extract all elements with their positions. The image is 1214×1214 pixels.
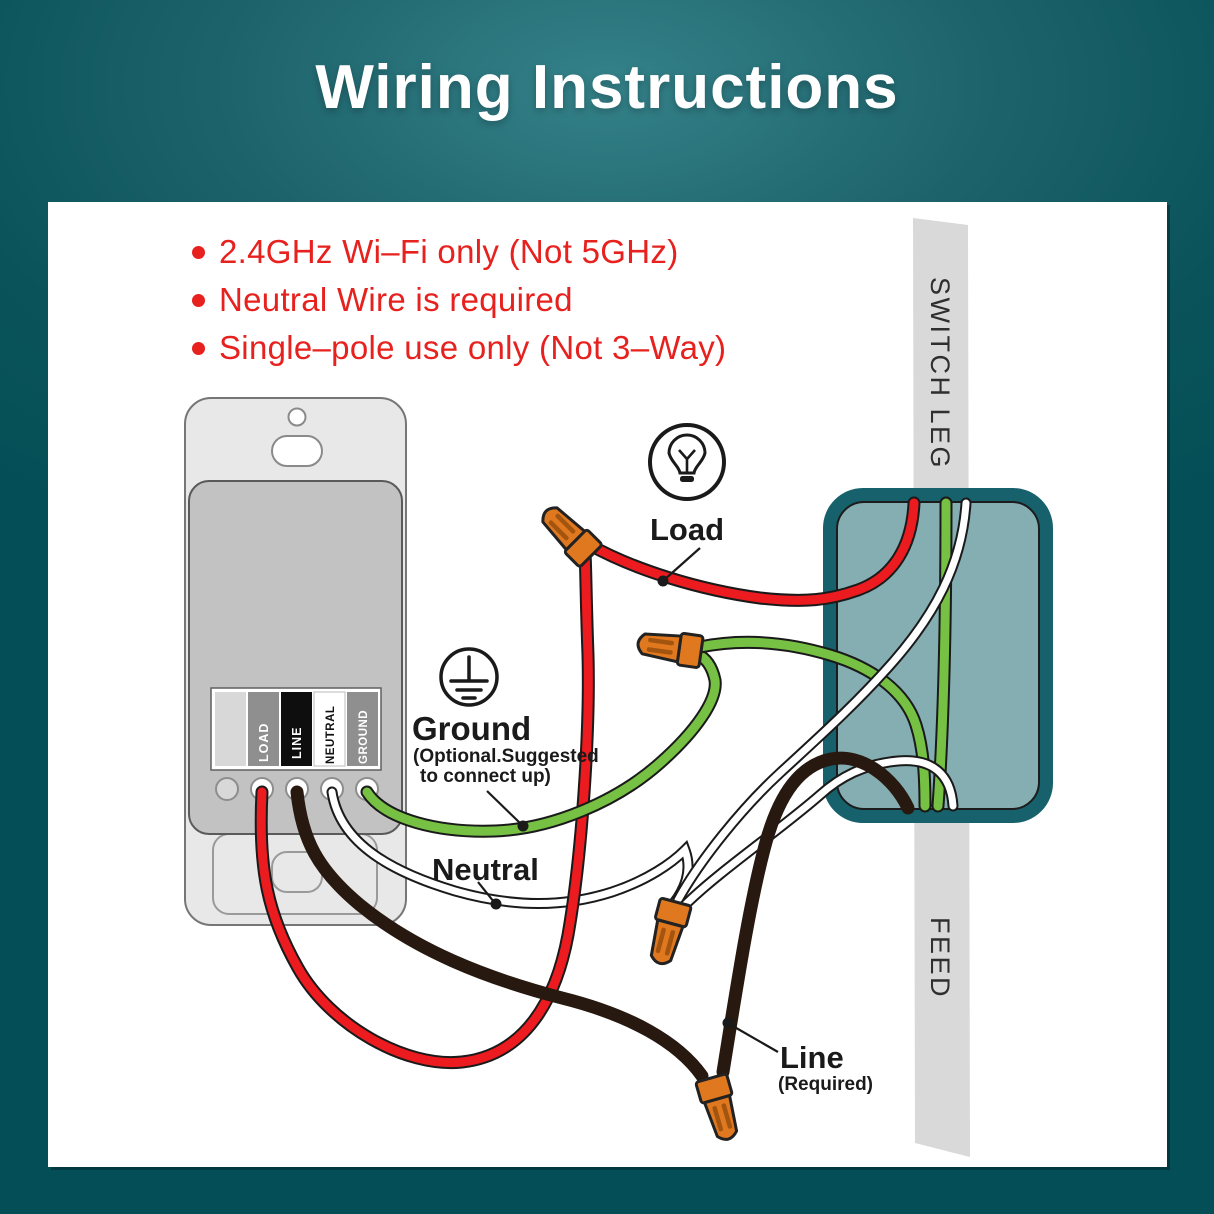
note-text: Neutral Wire is required [219, 281, 573, 318]
page-title: Wiring Instructions [315, 53, 899, 122]
warning-notes-list: 2.4GHz Wi–Fi only (Not 5GHz) Neutral Wir… [192, 228, 726, 372]
line-note: (Required) [778, 1074, 873, 1095]
line-wire-from-switch [290, 785, 709, 1083]
plate-screw-hole [287, 407, 307, 427]
ground-note-line2: to connect up) [420, 766, 551, 787]
ground-symbol-icon [439, 647, 499, 707]
note-text: 2.4GHz Wi–Fi only (Not 5GHz) [219, 233, 679, 270]
switch-leg-label: SWITCH LEG [925, 277, 955, 470]
load-label: Load [650, 512, 724, 547]
neutral-pointer-dot [490, 898, 502, 910]
ground-pointer [486, 790, 522, 825]
terminal-label-load: LOAD [257, 723, 271, 762]
neutral-pointer [477, 881, 495, 903]
light-bulb-icon [648, 423, 726, 501]
wires [254, 496, 972, 1083]
bullet-dot [192, 341, 205, 355]
bullet-dot [192, 293, 205, 307]
neutral-label: Neutral [432, 852, 539, 887]
neutral-wire-from-box [672, 497, 972, 906]
wire-nut-line [694, 1072, 739, 1141]
note-text: Single–pole use only (Not 3–Way) [219, 329, 727, 366]
terminal-cell-load [248, 692, 279, 766]
terminal-label-line: LINE [290, 727, 304, 759]
ground-wire-from-switch [360, 647, 722, 838]
neutral-wire-from-feed [678, 755, 959, 912]
wire-nut-neutral [649, 897, 693, 966]
terminal-cell-ground [347, 692, 378, 766]
terminal-label-neutral: NEUTRAL [325, 706, 337, 764]
note-wifi: 2.4GHz Wi–Fi only (Not 5GHz) [192, 228, 726, 276]
pointer-lines [477, 547, 779, 1053]
load-pointer [663, 547, 701, 581]
line-pointer-dot [722, 1017, 734, 1029]
line-label: Line [780, 1040, 844, 1075]
terminal-strip: LOAD LINE NEUTRAL GROUND [210, 687, 382, 771]
terminal-cell-line [281, 692, 312, 766]
wire-nut-ground [636, 631, 705, 669]
hole-unused [215, 777, 239, 801]
feed-label: FEED [925, 917, 955, 999]
load-wire-from-switch [254, 545, 595, 1070]
ground-note-line1: (Optional.Suggested [413, 746, 599, 767]
note-single-pole: Single–pole use only (Not 3–Way) [192, 324, 726, 372]
diagram-panel: 2.4GHz Wi–Fi only (Not 5GHz) Neutral Wir… [48, 202, 1167, 1167]
smart-switch-device: LOAD LINE NEUTRAL GROUND [184, 397, 407, 926]
load-pointer-dot [657, 575, 669, 587]
ground-pointer-dot [517, 820, 529, 832]
diagram-labels: Load Ground (Optional.Suggested to conne… [412, 512, 873, 1095]
terminal-cell-neutral [313, 691, 346, 767]
wire-nuts [541, 506, 739, 1141]
load-wire-to-box [583, 496, 921, 607]
wiring-diagram: SWITCH LEG FEED LOAD LINE NEUTRAL G [184, 218, 1053, 1157]
terminal-label-ground: GROUND [358, 710, 370, 764]
plate-slot [271, 435, 323, 467]
bullet-dot [192, 245, 205, 259]
note-neutral: Neutral Wire is required [192, 276, 726, 324]
line-pointer [730, 1024, 779, 1053]
line-wire-from-feed [716, 751, 915, 1079]
wire-nut-load [541, 506, 603, 568]
terminal-cell-empty [215, 692, 246, 766]
ground-label: Ground [412, 710, 531, 747]
pointer-dots [490, 575, 734, 1029]
